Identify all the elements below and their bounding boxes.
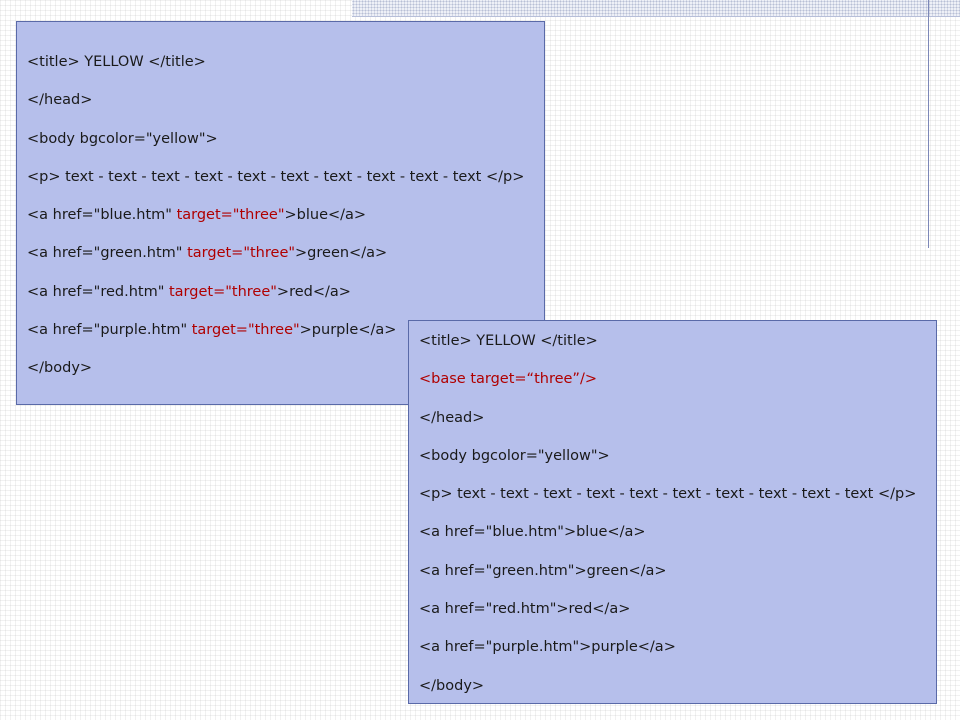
code-text: </head> xyxy=(419,409,485,426)
code-line: <p> text - text - text - text - text - t… xyxy=(419,484,936,522)
code-text: <a href="purple.htm">purple</a> xyxy=(419,639,676,656)
code-text: <a href="blue.htm">blue</a> xyxy=(419,524,646,541)
code-text: <title> YELLOW </title> xyxy=(27,54,206,70)
code-text: <p> text - text - text - text - text - t… xyxy=(27,168,525,185)
code-text: <body bgcolor="yellow"> xyxy=(27,130,218,147)
code-text: <a href="purple.htm" xyxy=(27,322,192,339)
code-attribute: target="three" xyxy=(187,245,296,262)
code-box-target-attribute: <title> YELLOW </title> </head> <body bgco… xyxy=(16,21,545,405)
code-line: <title> YELLOW </title> xyxy=(419,331,936,369)
code-line: <a href="blue.htm">blue</a> xyxy=(419,522,936,560)
code-text: <body bgcolor="yellow"> xyxy=(419,447,610,464)
code-text: </head> xyxy=(27,92,93,109)
code-text: </body> xyxy=(27,360,93,377)
code-text: <title> YELLOW </title> xyxy=(419,333,598,349)
code-line: </body> xyxy=(419,676,936,714)
code-box-base-target: <title> YELLOW </title> <base target=“thr… xyxy=(408,320,937,704)
code-line: <title> YELLOW </title> xyxy=(27,52,544,90)
code-attribute: target="three" xyxy=(191,322,300,339)
code-text: <a href="red.htm" xyxy=(27,283,169,300)
code-text: <a href="blue.htm" xyxy=(27,207,177,224)
code-attribute: <base target=“three”/> xyxy=(419,371,597,388)
code-line: <a href="purple.htm">purple</a> xyxy=(419,637,936,675)
vertical-rule xyxy=(928,0,929,248)
code-line: <a href="red.htm">red</a> xyxy=(419,599,936,637)
header-decoration-band xyxy=(352,0,960,16)
code-text: </body> xyxy=(419,677,485,694)
code-attribute: target="three" xyxy=(176,207,285,224)
code-line: </head> xyxy=(419,408,936,446)
code-line: <body bgcolor="yellow"> xyxy=(419,446,936,484)
code-text: >green</a> xyxy=(295,245,388,262)
code-line: <a href="green.htm">green</a> xyxy=(419,561,936,599)
code-line: <a href="purple.htm" target="three">purp… xyxy=(27,320,544,358)
code-line: <a href="blue.htm" target="three">blue</… xyxy=(27,205,544,243)
code-text: >blue</a> xyxy=(284,207,367,224)
code-line: </body> xyxy=(27,358,544,396)
code-text: <a href="green.htm" xyxy=(27,245,188,262)
code-line: <body bgcolor="yellow"> xyxy=(27,129,544,167)
code-attribute: target="three" xyxy=(168,283,277,300)
code-text: <p> text - text - text - text - text - t… xyxy=(419,486,917,503)
code-line: </head> xyxy=(27,90,544,128)
code-text: <a href="red.htm">red</a> xyxy=(419,601,631,618)
code-line: <p> text - text - text - text - text - t… xyxy=(27,167,544,205)
code-text: >red</a> xyxy=(276,283,351,300)
code-line: <a href="green.htm" target="three">green… xyxy=(27,243,544,281)
code-line: <a href="red.htm" target="three">red</a> xyxy=(27,282,544,320)
code-line: <base target=“three”/> xyxy=(419,369,936,407)
code-text: <a href="green.htm">green</a> xyxy=(419,562,667,579)
header-rule xyxy=(352,16,960,17)
code-text: >purple</a> xyxy=(299,322,397,339)
